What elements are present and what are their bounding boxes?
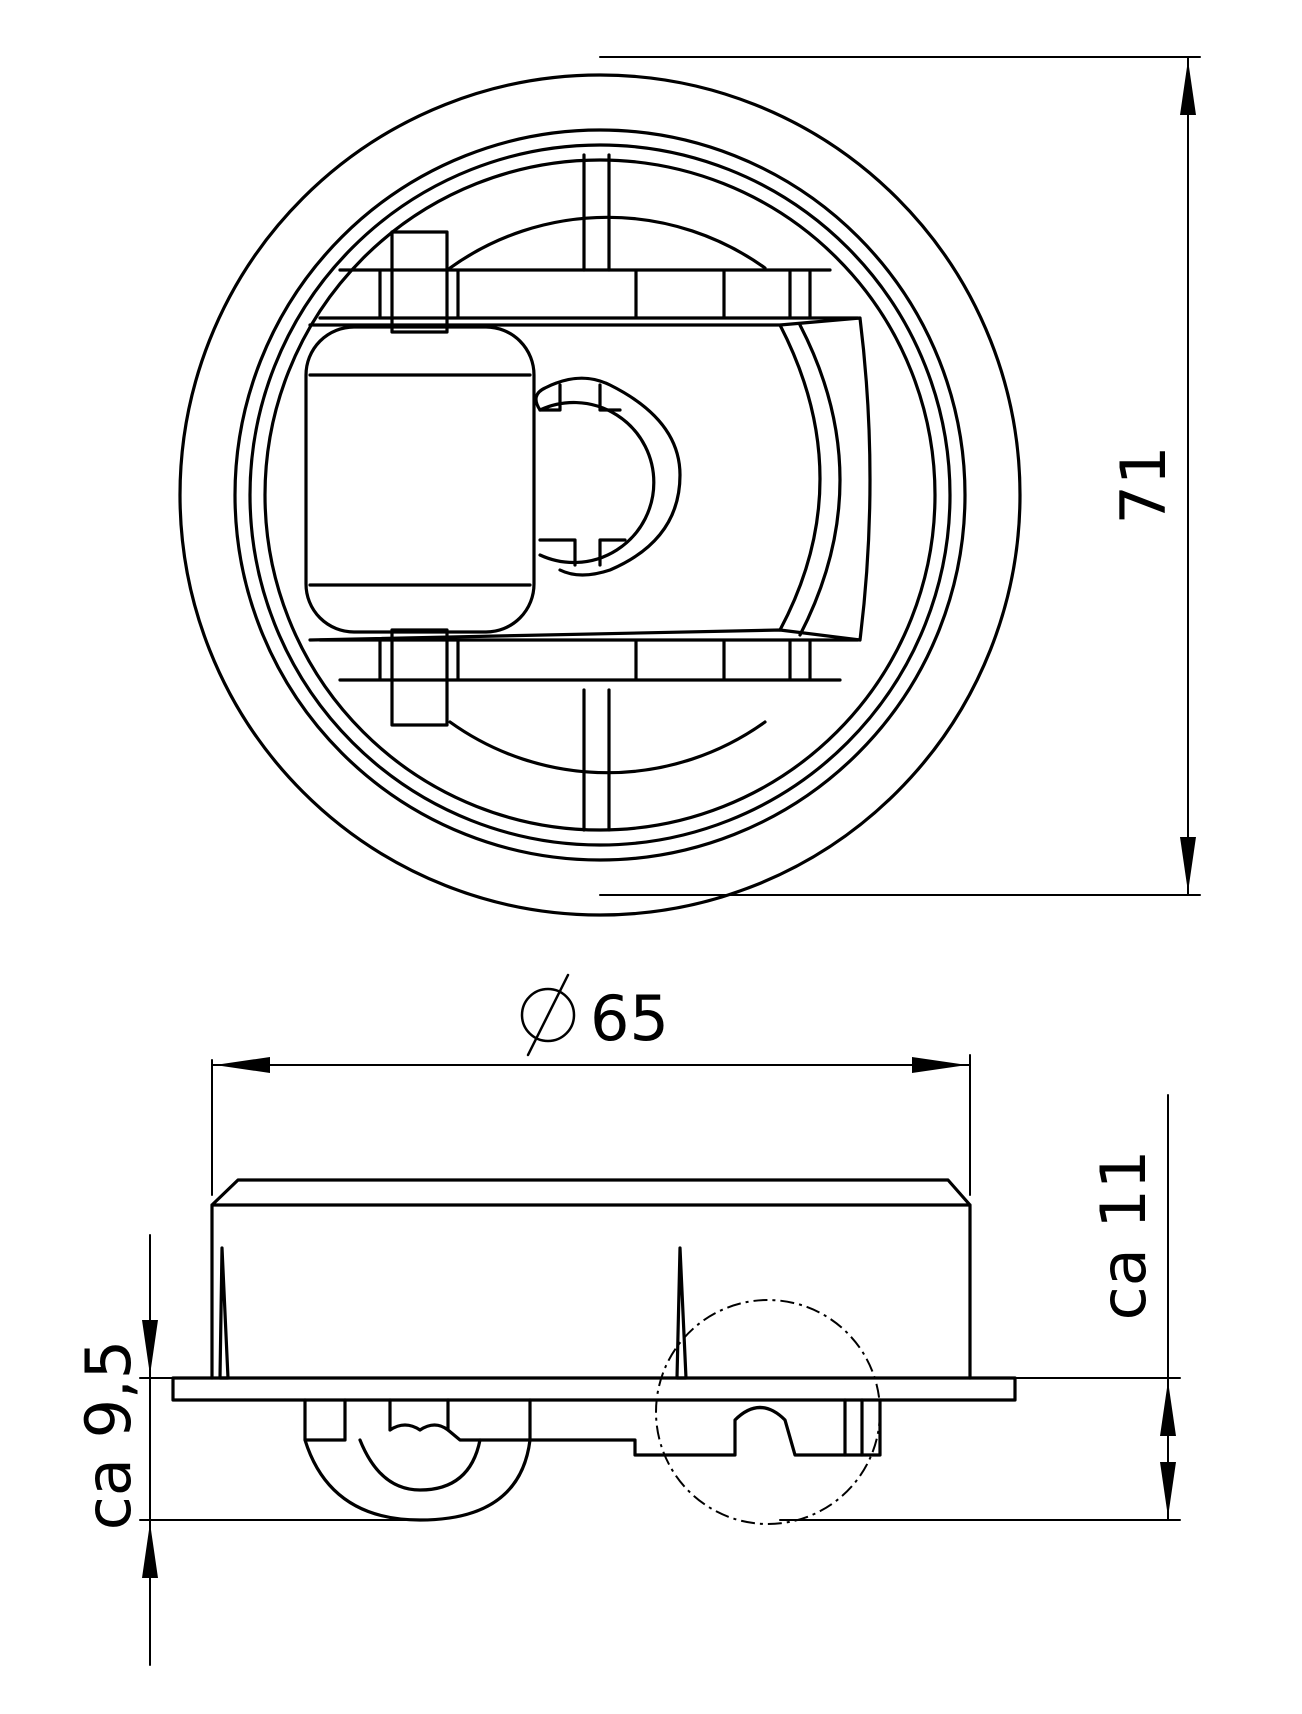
dim-ca-9-5-label: ca 9,5 [72, 1340, 145, 1530]
top-view [178, 73, 1022, 917]
diameter-icon [520, 973, 576, 1057]
band-bottom [318, 638, 860, 682]
ring-2 [233, 128, 967, 862]
dim-ca-11: ca 11 [779, 1094, 1181, 1521]
dim-65-label: 65 [590, 982, 669, 1055]
arrow-down [1180, 837, 1196, 892]
prong-right [675, 1246, 688, 1380]
bottom-left-grooves [388, 1398, 450, 1432]
arrow-ca11-up [1160, 1381, 1176, 1436]
detail-circle [655, 1299, 881, 1525]
slider-inner-curve-2 [798, 323, 842, 637]
outer-ring [178, 73, 1022, 917]
dim-ca-11-label: ca 11 [1087, 1150, 1160, 1321]
dim-71: 71 [599, 56, 1201, 896]
dim-ca-9-5: ca 9,5 [72, 1234, 421, 1666]
clip-block [304, 325, 536, 634]
slider-inner-curve [778, 323, 822, 632]
prong-left [218, 1246, 230, 1380]
bottom-right-ribs [843, 1398, 864, 1457]
clip-tab-top [390, 230, 449, 334]
arrow-ca11-down [1160, 1462, 1176, 1517]
ring-4 [263, 158, 937, 832]
arrow-ca95-up [142, 1523, 158, 1578]
bottom-mid [446, 1398, 882, 1457]
rib-bottom [582, 688, 611, 832]
side-view [171, 1178, 1017, 1525]
bore [538, 383, 656, 567]
body [210, 1178, 972, 1380]
clip-tab-bottom [390, 628, 449, 727]
arrow-right [912, 1057, 967, 1073]
bottom-left-part [303, 1398, 532, 1522]
rib-top [582, 153, 611, 272]
ring-3 [248, 143, 952, 847]
dim-65: 65 [211, 973, 971, 1196]
flange [171, 1376, 1017, 1402]
bore-notch [598, 383, 627, 567]
bore-outline [534, 376, 682, 577]
arrow-up [1180, 60, 1196, 115]
arrow-left [215, 1057, 270, 1073]
slider-plate [308, 316, 872, 642]
band-top [318, 268, 860, 320]
dim-71-label: 71 [1107, 446, 1180, 525]
arrow-ca95-down [142, 1320, 158, 1375]
